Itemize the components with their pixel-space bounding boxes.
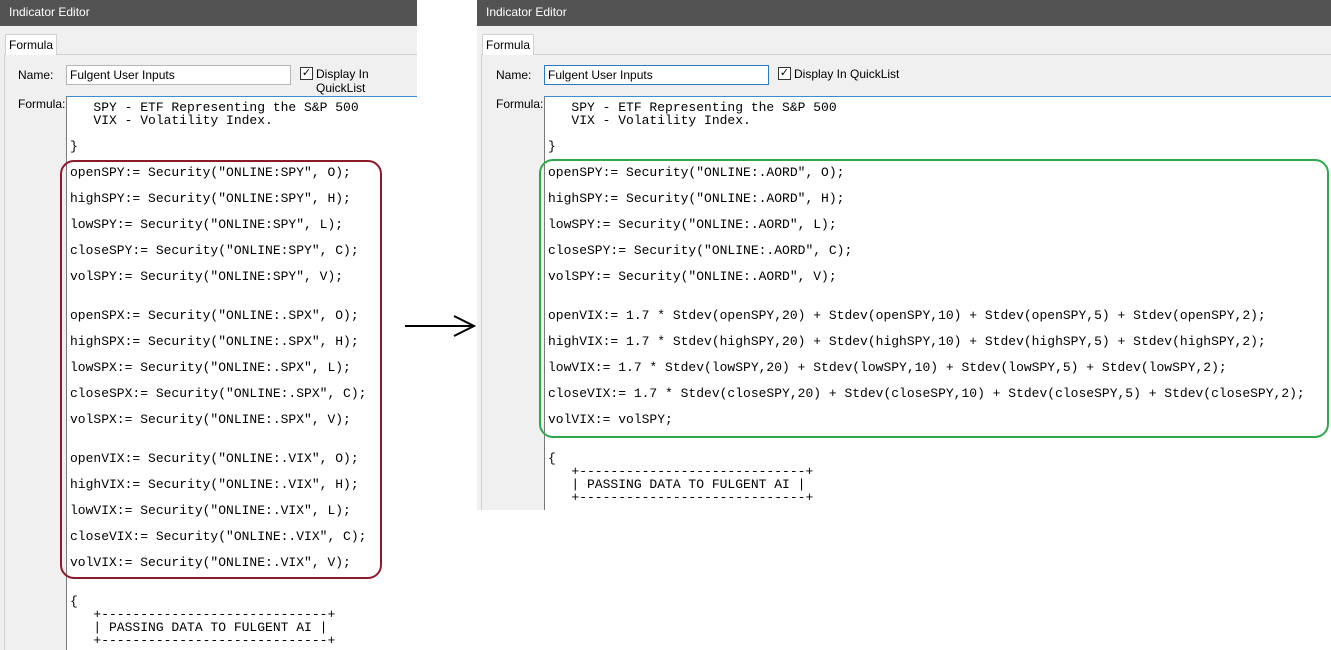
left-display-quicklist-label: Display In QuickList bbox=[316, 67, 369, 95]
code-line: VIX - Volatility Index. bbox=[70, 113, 273, 128]
code-line: openVIX:= 1.7 * Stdev(openSPY,20) + Stde… bbox=[548, 308, 1266, 323]
right-checkmark-icon: ✓ bbox=[779, 67, 790, 79]
code-line: lowVIX:= Security("ONLINE:.VIX", L); bbox=[70, 503, 351, 518]
left-formula-editor[interactable]: SPY - ETF Representing the S&P 500 VIX -… bbox=[66, 96, 417, 650]
code-line: { bbox=[548, 451, 556, 466]
code-line: +-----------------------------+ bbox=[548, 464, 814, 479]
code-line: volSPY:= Security("ONLINE:.AORD", V); bbox=[548, 269, 837, 284]
left-window-title: Indicator Editor bbox=[9, 5, 90, 19]
code-line: | PASSING DATA TO FULGENT AI | bbox=[70, 620, 328, 635]
code-line: closeSPY:= Security("ONLINE:.AORD", C); bbox=[548, 243, 853, 258]
code-line: lowVIX:= 1.7 * Stdev(lowSPY,20) + Stdev(… bbox=[548, 360, 1227, 375]
left-name-input[interactable] bbox=[66, 65, 291, 85]
right-formula-label: Formula: bbox=[496, 97, 544, 111]
right-tab-formula[interactable]: Formula bbox=[482, 34, 534, 55]
code-line: closeSPX:= Security("ONLINE:.SPX", C); bbox=[70, 386, 367, 401]
left-name-label: Name: bbox=[18, 68, 54, 82]
code-line: openSPY:= Security("ONLINE:.AORD", O); bbox=[548, 165, 845, 180]
code-line: openVIX:= Security("ONLINE:.VIX", O); bbox=[70, 451, 359, 466]
code-line: volVIX:= volSPY; bbox=[548, 412, 673, 427]
left-formula-label: Formula: bbox=[18, 97, 66, 111]
right-name-input[interactable] bbox=[544, 65, 769, 85]
code-line: highSPY:= Security("ONLINE:SPY", H); bbox=[70, 191, 351, 206]
code-line: highVIX:= 1.7 * Stdev(highSPY,20) + Stde… bbox=[548, 334, 1266, 349]
left-indicator-editor-window: Indicator Editor Formula Name: ✓ Display… bbox=[0, 0, 417, 650]
code-line: lowSPY:= Security("ONLINE:SPY", L); bbox=[70, 217, 344, 232]
code-line: +-----------------------------+ bbox=[70, 607, 336, 622]
code-line: SPY - ETF Representing the S&P 500 bbox=[70, 100, 359, 115]
code-line: } bbox=[548, 139, 556, 154]
right-display-quicklist-checkbox[interactable]: ✓ bbox=[778, 67, 791, 80]
code-line: VIX - Volatility Index. bbox=[548, 113, 751, 128]
code-line: lowSPY:= Security("ONLINE:.AORD", L); bbox=[548, 217, 837, 232]
code-line: lowSPX:= Security("ONLINE:.SPX", L); bbox=[70, 360, 351, 375]
code-line: } bbox=[70, 139, 78, 154]
code-line: volSPX:= Security("ONLINE:.SPX", V); bbox=[70, 412, 351, 427]
left-checkmark-icon: ✓ bbox=[301, 67, 312, 79]
right-name-label: Name: bbox=[496, 68, 532, 82]
code-line: highSPX:= Security("ONLINE:.SPX", H); bbox=[70, 334, 359, 349]
code-line: openSPX:= Security("ONLINE:.SPX", O); bbox=[70, 308, 359, 323]
code-line: +-----------------------------+ bbox=[548, 490, 814, 505]
code-line: highVIX:= Security("ONLINE:.VIX", H); bbox=[70, 477, 359, 492]
left-display-quicklist-checkbox[interactable]: ✓ bbox=[300, 67, 313, 80]
code-line: volSPY:= Security("ONLINE:SPY", V); bbox=[70, 269, 344, 284]
code-line: volVIX:= Security("ONLINE:.VIX", V); bbox=[70, 555, 351, 570]
right-window-title: Indicator Editor bbox=[486, 5, 567, 19]
code-line: { bbox=[70, 594, 78, 609]
code-line: closeVIX:= Security("ONLINE:.VIX", C); bbox=[70, 529, 367, 544]
code-line: highSPY:= Security("ONLINE:.AORD", H); bbox=[548, 191, 845, 206]
code-line: +-----------------------------+ bbox=[70, 633, 336, 648]
right-display-quicklist-label: Display In QuickList bbox=[794, 67, 900, 81]
code-line: SPY - ETF Representing the S&P 500 bbox=[548, 100, 837, 115]
code-line: openSPY:= Security("ONLINE:SPY", O); bbox=[70, 165, 351, 180]
code-line: | PASSING DATA TO FULGENT AI | bbox=[548, 477, 806, 492]
left-title-bar[interactable]: Indicator Editor bbox=[0, 0, 417, 26]
right-title-bar[interactable]: Indicator Editor bbox=[477, 0, 1331, 26]
left-tab-formula[interactable]: Formula bbox=[5, 34, 57, 55]
right-indicator-editor-window: Indicator Editor Formula Name: ✓ Display… bbox=[477, 0, 1331, 510]
right-formula-editor[interactable]: SPY - ETF Representing the S&P 500 VIX -… bbox=[544, 96, 1331, 510]
code-line: closeSPY:= Security("ONLINE:SPY", C); bbox=[70, 243, 359, 258]
arrow-right-icon bbox=[405, 315, 477, 337]
left-highlight-box bbox=[60, 160, 382, 579]
code-line: closeVIX:= 1.7 * Stdev(closeSPY,20) + St… bbox=[548, 386, 1305, 401]
right-highlight-box bbox=[539, 159, 1329, 438]
